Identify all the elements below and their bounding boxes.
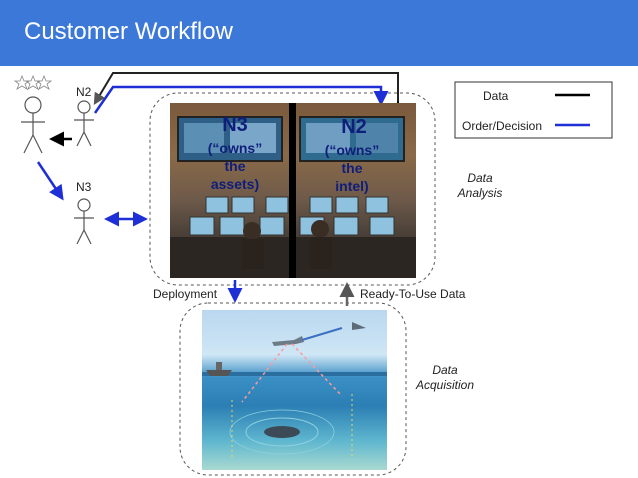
n3-heading: N3: [222, 114, 248, 136]
acquisition-side-label-1: Data: [432, 363, 458, 377]
data-acquisition-image: [202, 310, 387, 470]
acquisition-dashed-box: [179, 302, 407, 476]
n3-line-1: (“owns”: [207, 140, 263, 156]
header-bar: Customer Workflow: [0, 0, 638, 66]
n3-figure-icon: [74, 198, 94, 245]
n2-figure-icon: [74, 100, 94, 147]
star-icon-group: [13, 74, 53, 90]
legend-box: [454, 81, 613, 139]
star-icon: [13, 74, 31, 90]
commander-to-n3-arrow: [36, 161, 64, 201]
n3-actor-label: N3: [76, 180, 92, 194]
data-acquisition-drawing: [202, 322, 387, 460]
deployment-label: Deployment: [153, 287, 218, 301]
n2-line-3: intel): [335, 178, 369, 194]
legend-data-label: Data: [483, 89, 509, 103]
analysis-side-label-1: Data: [467, 171, 493, 185]
star-icon: [35, 74, 53, 90]
slide-title: Customer Workflow: [24, 18, 233, 45]
operations-room-image: [170, 103, 416, 278]
ready-data-label: Ready-To-Use Data: [360, 287, 466, 301]
star-icon: [24, 74, 42, 90]
n3-line-3: assets): [210, 176, 260, 192]
operations-room-drawing: [170, 103, 416, 278]
commander-figure-icon: [21, 96, 45, 154]
n2-heading: N2: [341, 116, 367, 138]
legend-order-label: Order/Decision: [462, 119, 543, 133]
acquisition-side-label-2: Acquisition: [415, 378, 475, 392]
n2-line-1: (“owns”: [324, 142, 380, 158]
n2-line-2: the: [341, 160, 363, 176]
n3-line-2: the: [224, 158, 246, 174]
analysis-side-label-2: Analysis: [457, 186, 503, 200]
analysis-data-arrow: [93, 72, 404, 113]
n2-actor-label: N2: [76, 85, 92, 99]
